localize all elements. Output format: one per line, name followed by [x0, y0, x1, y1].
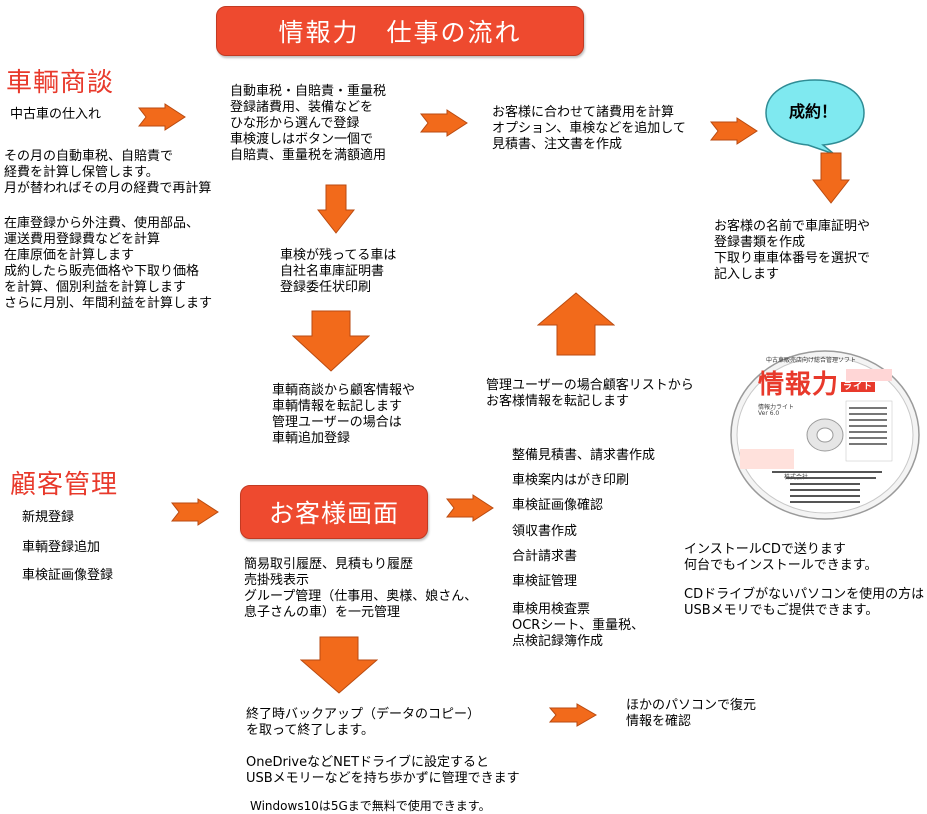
drive-block: OneDriveなどNETドライブに設定すると USBメモリーなどを持ち歩かずに…: [246, 755, 520, 787]
cd-version-name: 情報力ライト: [758, 404, 795, 411]
inventory-note: 在庫登録から外注費、使用部品、 運送費用登録費などを計算 在庫原価を計算します …: [4, 216, 212, 312]
title-banner: 情報力 仕事の流れ: [216, 6, 584, 56]
contract-label: 成約！: [789, 102, 838, 121]
inventory-note-line: を計算、個別利益を計算します: [4, 280, 187, 295]
admin-block: 管理ユーザーの場合顧客リストから お客様情報を転記します: [486, 378, 694, 410]
purchase-label: 中古車の仕入れ: [10, 107, 102, 122]
arrow-down-icon: [292, 310, 370, 372]
drive-line: OneDriveなどNETドライブに設定すると: [246, 755, 490, 770]
backup-line: 終了時バックアップ（データのコピー）: [246, 707, 481, 722]
feature-item: 車検証画像確認: [512, 498, 604, 513]
inspection-block: 車検が残ってる車は 自社名車庫証明書 登録委任状印刷: [280, 248, 396, 296]
center-block-line: 車検渡しはボタン一個で: [230, 132, 374, 147]
inspection-line: 車検が残ってる車は: [280, 248, 397, 263]
drive-line: USBメモリーなどを持ち歩かずに管理できます: [246, 771, 520, 786]
features-extra: 車検用検査票 OCRシート、重量税、 点検記録簿作成: [512, 602, 644, 650]
backup-block: 終了時バックアップ（データのコピー） を取って終了します。: [246, 707, 480, 739]
cd-version: Ver 6.0: [758, 410, 780, 417]
registration-line: 下取り車車体番号を選択で: [714, 251, 871, 266]
restore-block: ほかのパソコンで復元 情報を確認: [626, 698, 756, 730]
tax-note-line: 月が替わればその月の経費で再計算: [4, 181, 212, 196]
history-block: 簡易取引履歴、見積もり履歴 売掛残表示 グループ管理（仕事用、奥様、娘さん、 息…: [244, 557, 477, 621]
transfer-line: 車輌商談から顧客情報や: [272, 383, 416, 398]
transfer-line: 車輌追加登録: [272, 431, 351, 446]
cd-subtitle: 中古車販売店向け総合管理ソフト: [766, 357, 857, 364]
arrow-down-icon: [300, 636, 378, 694]
install-note-line: 何台でもインストールできます。: [684, 558, 878, 573]
history-line: 息子さんの車）を一元管理: [244, 605, 401, 620]
registration-line: お客様の名前で車庫証明や: [714, 219, 871, 234]
page-title: 情報力 仕事の流れ: [278, 18, 522, 47]
registration-block: お客様の名前で車庫証明や 登録書類を作成 下取り車車体番号を選択で 記入します: [714, 219, 870, 283]
center-block-line: 自賠責、重量税を満額適用: [230, 148, 387, 163]
usb-note: CDドライブがないパソコンを使用の方は USBメモリでもご提供できます。: [684, 587, 924, 619]
usb-note-line: USBメモリでもご提供できます。: [684, 603, 879, 618]
center-block-line: 自動車税・自賠責・重量税: [230, 84, 387, 99]
history-line: 売掛残表示: [244, 573, 310, 588]
admin-line: お客様情報を転記します: [486, 394, 630, 409]
transfer-line: 車輌情報を転記します: [272, 399, 403, 414]
arrow-right-icon: [138, 103, 186, 131]
admin-line: 管理ユーザーの場合顧客リストから: [486, 378, 694, 393]
center-block-line: 登録諸費用、装備などを: [230, 100, 374, 115]
customer-screen-label: お客様画面: [268, 499, 399, 528]
customer-section-heading: 顧客管理: [10, 470, 119, 500]
install-note: インストールCDで送ります 何台でもインストールできます。: [684, 542, 877, 574]
history-line: グループ管理（仕事用、奥様、娘さん、: [244, 589, 478, 604]
restore-line: ほかのパソコンで復元: [626, 698, 757, 713]
transfer-block: 車輌商談から顧客情報や 車輌情報を転記します 管理ユーザーの場合は 車輌追加登録: [272, 383, 415, 447]
inventory-note-line: 在庫原価を計算します: [4, 248, 135, 263]
inspection-line: 自社名車庫証明書: [280, 264, 385, 279]
inspection-line: 登録委任状印刷: [280, 280, 372, 295]
inventory-note-line: 成約したら販売価格や下取り価格: [4, 264, 200, 279]
tax-note: その月の自動車税、自賠責で 経費を計算し保管します。 月が替わればその月の経費で…: [4, 149, 211, 197]
arrow-right-icon: [549, 703, 597, 727]
customer-item-image: 車検証画像登録: [22, 568, 114, 583]
transfer-line: 管理ユーザーの場合は: [272, 415, 402, 430]
estimate-line: オプション、車検などを追加して: [492, 121, 686, 136]
estimate-line: お客様に合わせて諸費用を計算: [492, 105, 675, 120]
tax-note-line: 経費を計算し保管します。: [4, 165, 159, 180]
features-extra-line: 車検用検査票: [512, 602, 591, 617]
cd-company: 株式会社: [784, 474, 809, 481]
cd-product-name-text: 情報力: [758, 370, 840, 400]
registration-line: 登録書類を作成: [714, 235, 806, 250]
feature-item: 車検証管理: [512, 574, 578, 589]
arrow-right-icon: [710, 117, 758, 145]
feature-item: 車検案内はがき印刷: [512, 473, 630, 488]
features-extra-line: OCRシート、重量税、: [512, 618, 645, 633]
features-extra-line: 点検記録簿作成: [512, 634, 604, 649]
install-note-line: インストールCDで送ります: [684, 542, 846, 557]
estimate-block: お客様に合わせて諸費用を計算 オプション、車検などを追加して 見積書、注文書を作…: [492, 105, 686, 153]
install-cd: [730, 350, 920, 520]
restore-line: 情報を確認: [626, 714, 692, 729]
backup-line: を取って終了します。: [246, 723, 375, 738]
feature-item: 整備見積書、請求書作成: [512, 448, 656, 463]
feature-item: 合計請求書: [512, 549, 578, 564]
vehicle-section-heading: 車輌商談: [6, 68, 115, 98]
registration-line: 記入します: [714, 267, 780, 282]
inventory-note-line: 運送費用登録費などを計算: [4, 232, 161, 247]
customer-item-vehicle: 車輌登録追加: [22, 540, 101, 555]
tax-note-line: その月の自動車税、自賠責で: [4, 149, 174, 164]
center-block-line: ひな形から選んで登録: [230, 116, 360, 131]
arrow-right-icon: [420, 109, 468, 137]
history-line: 簡易取引履歴、見積もり履歴: [244, 557, 414, 572]
arrow-up-icon: [537, 292, 615, 356]
inventory-note-line: さらに月別、年間利益を計算します: [4, 296, 213, 311]
customer-item-new: 新規登録: [22, 510, 75, 525]
usb-note-line: CDドライブがないパソコンを使用の方は: [684, 587, 925, 602]
arrow-down-icon: [812, 152, 850, 204]
inventory-note-line: 在庫登録から外注費、使用部品、: [4, 216, 200, 231]
arrow-down-icon: [317, 184, 355, 234]
arrow-right-icon: [171, 498, 219, 526]
customer-screen-banner: お客様画面: [240, 485, 428, 539]
windows-note: Windows10は5Gまで無料で使用できます。: [250, 799, 491, 813]
estimate-line: 見積書、注文書を作成: [492, 137, 623, 152]
cd-product-suffix: ライト: [841, 382, 876, 392]
registration-fees-block: 自動車税・自賠責・重量税 登録諸費用、装備などを ひな形から選んで登録 車検渡し…: [230, 84, 386, 164]
cd-product-name: 情報力ライト: [758, 364, 876, 401]
feature-item: 領収書作成: [512, 524, 578, 539]
arrow-right-icon: [446, 494, 494, 522]
